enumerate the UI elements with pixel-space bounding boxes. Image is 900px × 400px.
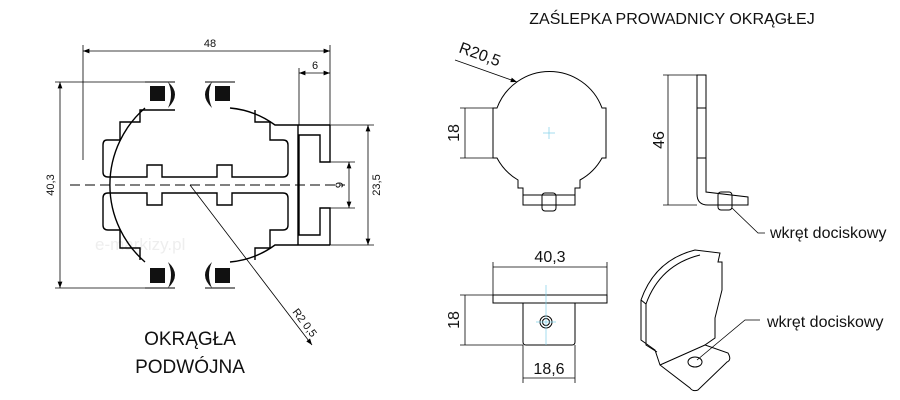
- cap-bottom-view: 40,3 18 18,6: [446, 249, 608, 383]
- cap-front-view: R20,5 18: [446, 40, 607, 212]
- watermark: e-markizy.pl: [95, 235, 185, 254]
- page-title: ZAŚLEPKA PROWADNICY OKRĄGŁEJ: [529, 9, 814, 28]
- profile-name-line1: OKRĄGŁA: [144, 329, 236, 350]
- dim-bottom-40-3: 40,3: [534, 249, 565, 266]
- dim-6: 6: [312, 60, 318, 72]
- screw-label-side: wkręt dociskowy: [769, 225, 886, 242]
- seal-clips: [145, 81, 235, 289]
- dim-9: 9: [334, 182, 346, 188]
- screw-label-iso: wkręt dociskowy: [766, 314, 883, 331]
- dim-23-5: 23,5: [371, 174, 383, 195]
- dim-bottom-18: 18: [446, 311, 463, 329]
- profile-drawing: e-markizy.pl: [45, 38, 383, 378]
- dim-40-3: 40,3: [45, 174, 57, 195]
- dim-18-6: 18,6: [533, 361, 564, 378]
- cap-side-view: 46 wkręt dociskowy: [651, 74, 886, 242]
- profile-name-line2: PODWÓJNA: [135, 356, 245, 378]
- cap-isometric-view: wkręt dociskowy: [640, 249, 883, 392]
- dim-48: 48: [204, 38, 216, 50]
- dimensions: 48 6 40,3 9 23,5 R2 0,5: [45, 38, 383, 346]
- dim-46: 46: [651, 131, 668, 149]
- dim-r20-5: R20,5: [457, 40, 503, 71]
- dim-front-18: 18: [446, 124, 463, 142]
